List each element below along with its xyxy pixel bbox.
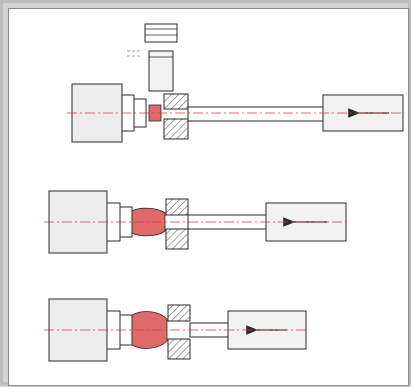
stage-1-bar xyxy=(187,106,324,122)
stage-2-group xyxy=(44,190,349,254)
stage-3-die-block-lower xyxy=(167,338,191,360)
stage-2-die-block-upper xyxy=(165,198,189,216)
stage-1-group xyxy=(67,23,404,143)
stage-1-die-block-upper xyxy=(163,93,189,110)
stage-2-die-block-lower xyxy=(165,228,189,250)
stage-1-chuck xyxy=(71,83,123,143)
stage-3-upset-material xyxy=(131,311,168,349)
stage-3-die-block-upper xyxy=(167,304,191,322)
stage-3-group xyxy=(44,298,309,362)
stage-1-top-die xyxy=(127,23,178,92)
stage-1-die-block-lower xyxy=(163,118,189,140)
upsetting-process-diagram xyxy=(44,23,404,362)
diagram-sheet xyxy=(8,8,409,386)
